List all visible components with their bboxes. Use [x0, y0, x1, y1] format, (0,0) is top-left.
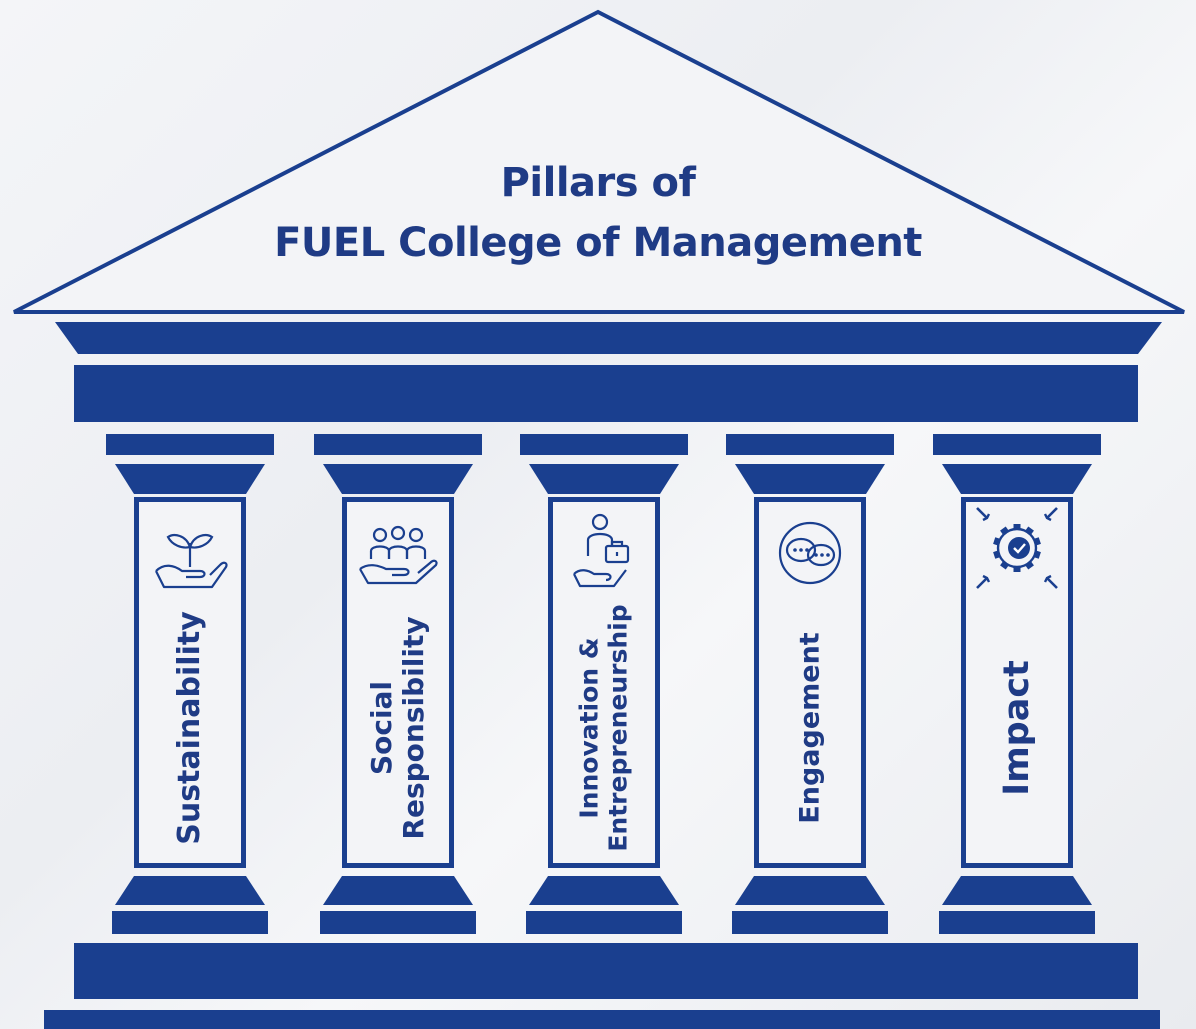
- pillars-group: [106, 434, 1101, 934]
- title-line-1: Pillars of: [500, 160, 696, 206]
- pillar-label-box-5: Impact: [967, 600, 1067, 855]
- plant-in-hand-icon: [155, 534, 228, 589]
- pillar-base: [115, 876, 265, 905]
- pillar-3: [520, 434, 688, 934]
- pillar-label-line: Entrepreneurship: [603, 603, 632, 852]
- pillar-plinth: [939, 911, 1095, 934]
- pillar-label-box-1: Sustainability: [140, 600, 240, 855]
- pillar-top-bar: [106, 434, 274, 455]
- pillar-capital: [529, 464, 679, 494]
- pillar-shaft-panel: [759, 502, 861, 863]
- target-gear-icon: [976, 507, 1058, 589]
- pillar-base: [323, 876, 473, 905]
- base-step-lower: [44, 1010, 1160, 1029]
- chat-bubbles-icon: [778, 521, 842, 585]
- pillar-label-box-4: Engagement: [760, 600, 860, 855]
- pillar-label: Sustainability: [171, 610, 208, 845]
- pillar-label-line: Engagement: [794, 631, 826, 824]
- pillar-top-bar: [314, 434, 482, 455]
- base-step-upper: [74, 943, 1138, 999]
- people-in-hand-icon: [359, 525, 438, 585]
- architrave: [74, 365, 1138, 422]
- pillar-label: Engagement: [794, 632, 825, 823]
- pillar-plinth: [732, 911, 888, 934]
- pillar-capital: [115, 464, 265, 494]
- pillar-plinth: [526, 911, 682, 934]
- pillar-label: Innovation &Entrepreneurship: [574, 603, 633, 852]
- pillar-label-line: Social: [364, 680, 398, 775]
- pillar-capital: [735, 464, 885, 494]
- pillar-top-bar: [520, 434, 688, 455]
- pillar-top-bar: [933, 434, 1101, 455]
- roof-pediment: [13, 9, 1185, 314]
- pillar-capital: [942, 464, 1092, 494]
- pillar-label-line: Sustainability: [171, 610, 207, 845]
- pillar-label: Impact: [997, 660, 1037, 796]
- pillar-capital: [323, 464, 473, 494]
- pillar-top-bar: [726, 434, 894, 455]
- diagram-title: Pillars of FUEL College of Management: [0, 160, 1196, 266]
- pillar-base: [735, 876, 885, 905]
- pillar-base: [529, 876, 679, 905]
- pillar-base: [942, 876, 1092, 905]
- pillar-2: [314, 434, 482, 934]
- businessman-briefcase-icon: [573, 513, 630, 588]
- title-line-2: FUEL College of Management: [274, 220, 922, 266]
- pillar-plinth: [320, 911, 476, 934]
- pillar-label-line: Innovation &: [574, 636, 604, 819]
- pillar-shaft-panel: [553, 502, 655, 863]
- pillar-label-line: Responsibility: [397, 615, 430, 840]
- pillar-plinth: [112, 911, 268, 934]
- pillar-5: [933, 434, 1101, 934]
- pillar-label-line: Impact: [996, 659, 1037, 796]
- cornice: [55, 322, 1162, 354]
- pillar-label-box-3: Innovation &Entrepreneurship: [554, 600, 654, 855]
- pillar-4: [726, 434, 894, 934]
- pillar-1: [106, 434, 274, 934]
